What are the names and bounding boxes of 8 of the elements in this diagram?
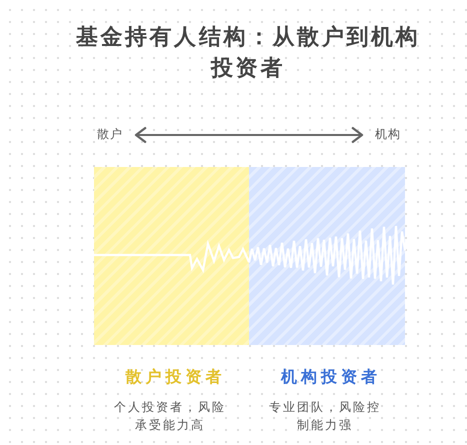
double-headed-arrow xyxy=(134,127,364,143)
description-text: 专业团队，风险控制能力强 xyxy=(268,399,382,434)
category-heading: 散户投资者 xyxy=(124,366,226,388)
end-label: 机构 xyxy=(375,126,401,142)
description-text: 个人投资者，风险承受能力高 xyxy=(113,399,227,434)
diagram-title: 基金持有人结构：从散户到机构投资者 xyxy=(74,23,422,83)
category-heading: 机构投资者 xyxy=(280,366,382,388)
end-label: 散户 xyxy=(97,126,123,142)
